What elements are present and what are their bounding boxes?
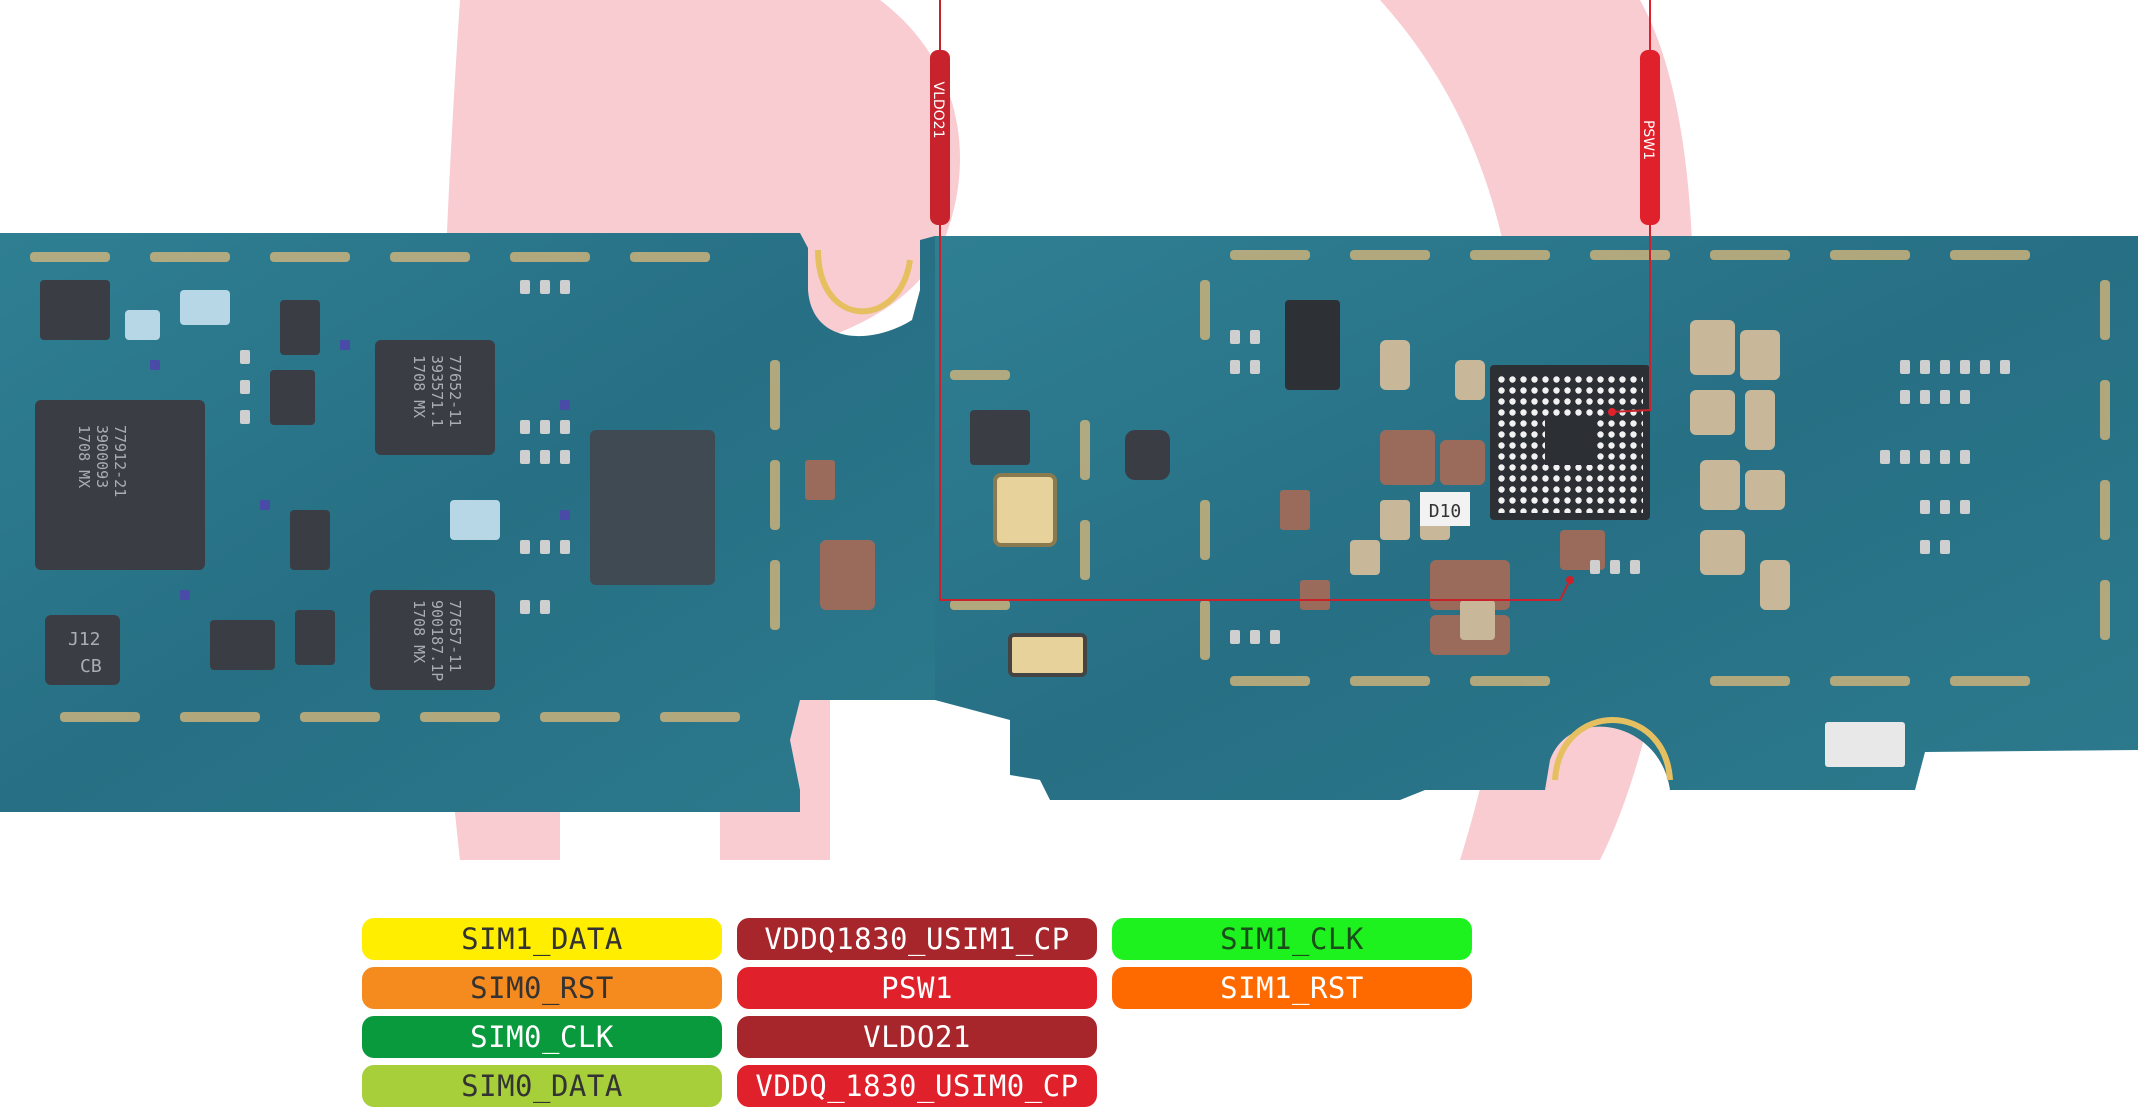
probe-label-vldo21: VLDO21 [930,82,946,139]
legend-sim1-clk: SIM1_CLK [1112,918,1472,960]
ic-label-1: 77912-21 [111,425,129,497]
legend-sim0-data: SIM0_DATA [362,1065,722,1107]
legend-sim0-rst: SIM0_RST [362,967,722,1009]
measurement-traces [939,220,1651,601]
probe-label-psw1: PSW1 [1640,120,1656,160]
ic-shield-mid [590,430,715,585]
ic-label-11: CB [80,656,102,677]
legend-sim1-data: SIM1_DATA [362,918,722,960]
ic-rf-bottom [370,590,495,690]
ic-label-5: 393571.1 [428,355,446,427]
ic-label-2: 3900093 [93,425,111,488]
ic-chips [35,280,1340,690]
legend-sim0-clk: SIM0_CLK [362,1016,722,1058]
legend-sim1-rst: SIM1_RST [1112,967,1472,1009]
ic-label-4: 77652-11 [446,355,464,427]
legend-vldo21: VLDO21 [737,1016,1097,1058]
ic-label-9: 1708 MX [410,600,428,663]
chip-marking-label: D10 [1429,501,1462,522]
legend-psw1: PSW1 [737,967,1097,1009]
ic-label-6: 1708 MX [410,355,428,418]
legend-vddq1830-usim1-cp: VDDQ1830_USIM1_CP [737,918,1097,960]
ic-rf-top [375,340,495,455]
probe-vldo21: VLDO21 [930,0,950,225]
ic-label-7: 77657-11 [446,600,464,672]
ic-printed-labels: 77912-21 3900093 1708 MX 77652-11 393571… [68,355,464,681]
probe-psw1: PSW1 [1640,0,1660,225]
ic-label-8: 900187.1P [428,600,446,681]
signal-legend: SIM1_DATA VDDQ1830_USIM1_CP SIM1_CLK SIM… [362,918,1472,1107]
legend-vddq-1830-usim0-cp: VDDQ_1830_USIM0_CP [737,1065,1097,1107]
ic-label-3: 1708 MX [75,425,93,488]
ic-rf-left [35,400,205,570]
chip-marking: D10 [1420,492,1470,526]
passive-components [125,280,2010,655]
bga-chip [1490,365,1650,520]
ic-label-10: J12 [68,629,101,650]
